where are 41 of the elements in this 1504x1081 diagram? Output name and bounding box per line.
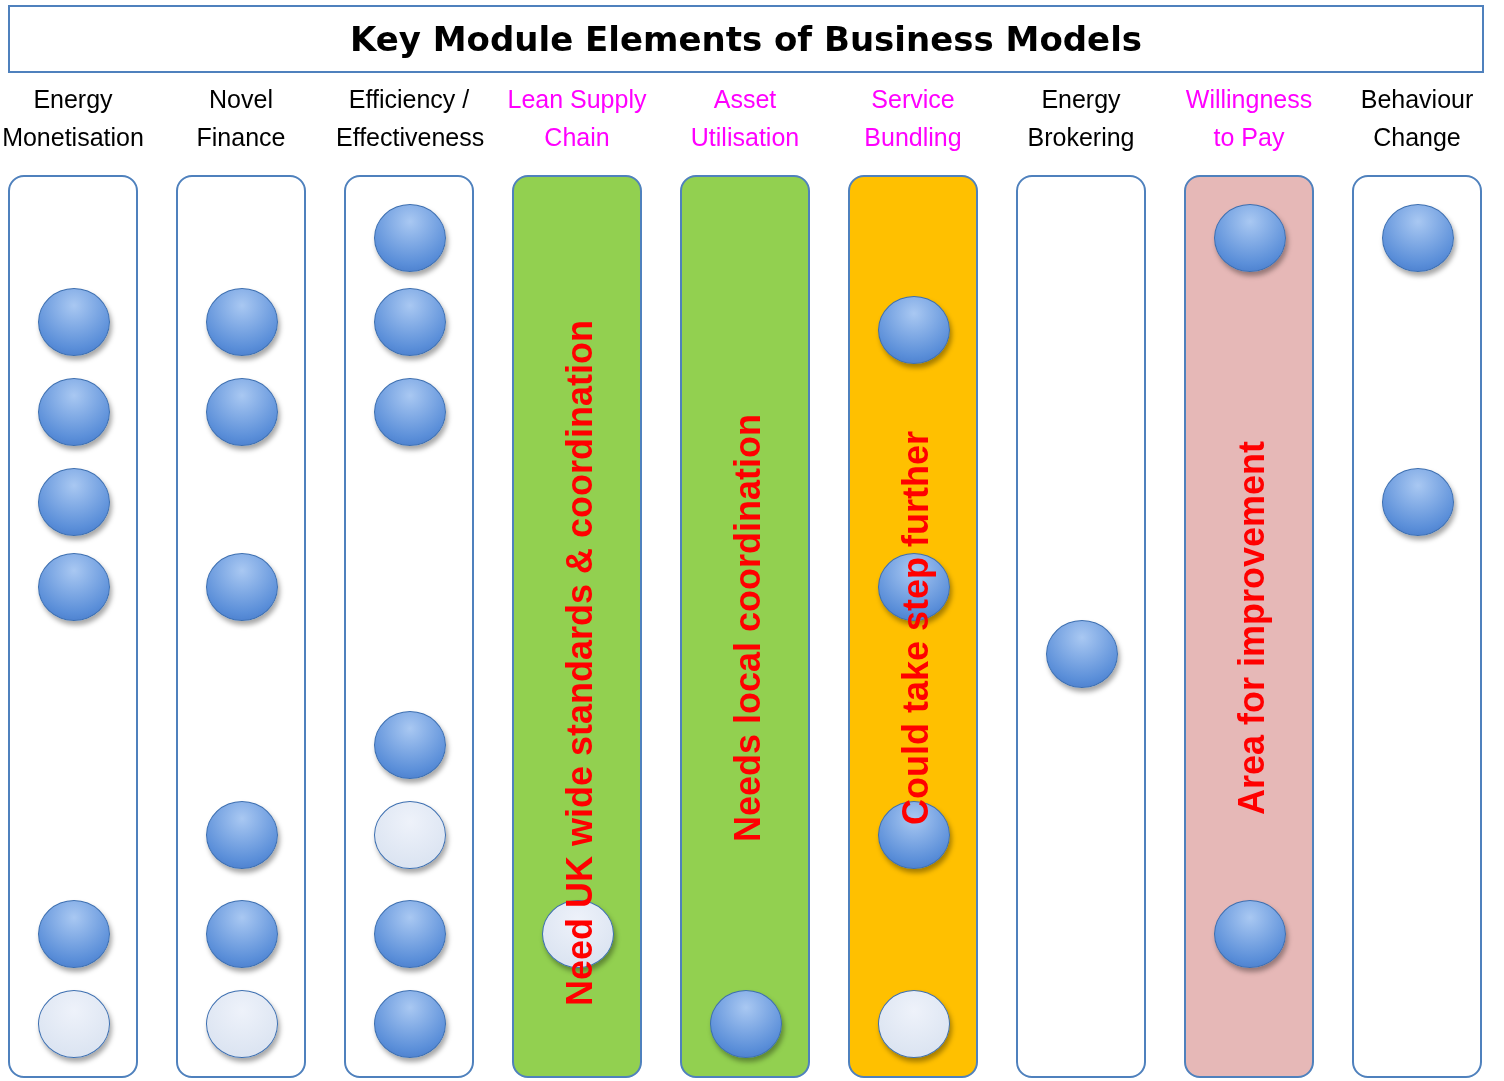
circle-marker [206, 990, 278, 1058]
circle-marker [38, 288, 110, 356]
circle-marker [1382, 468, 1454, 536]
column-heading: Behaviour Change [1359, 84, 1475, 153]
column-heading: Energy Monetisation [1, 84, 145, 153]
title-banner: Key Module Elements of Business Models [8, 5, 1484, 73]
circle-marker [374, 204, 446, 272]
column-note: Could take step further [895, 431, 937, 826]
column-heading: Asset Utilisation [689, 84, 801, 153]
circle-marker [38, 378, 110, 446]
column-heading: Willingness to Pay [1184, 84, 1314, 153]
circle-marker [38, 553, 110, 621]
circle-marker [374, 801, 446, 869]
column-heading: Service Bundling [863, 84, 963, 153]
circle-marker [374, 378, 446, 446]
circle-marker [38, 990, 110, 1058]
column-heading: Lean Supply Chain [506, 84, 648, 153]
circle-marker [38, 900, 110, 968]
circle-marker [878, 296, 950, 364]
column-heading: Energy Brokering [1026, 84, 1136, 153]
column-heading: Novel Finance [195, 84, 287, 153]
circle-marker [1214, 900, 1286, 968]
circle-marker [206, 900, 278, 968]
circle-marker [38, 468, 110, 536]
column-note: Need UK wide standards & coordination [559, 319, 601, 1006]
circle-marker [206, 288, 278, 356]
column-heading: Efficiency / Effectiveness [336, 84, 482, 153]
column-note: Area for improvement [1231, 441, 1273, 816]
circle-marker [1046, 620, 1118, 688]
circle-marker [878, 990, 950, 1058]
circle-marker [374, 288, 446, 356]
column-note: Needs local coordination [727, 414, 769, 843]
circle-marker [374, 900, 446, 968]
circle-marker [206, 801, 278, 869]
circle-marker [206, 553, 278, 621]
circle-marker [1382, 204, 1454, 272]
circle-marker [1214, 204, 1286, 272]
circle-marker [206, 378, 278, 446]
circle-marker [710, 990, 782, 1058]
circle-marker [374, 711, 446, 779]
circle-marker [374, 990, 446, 1058]
